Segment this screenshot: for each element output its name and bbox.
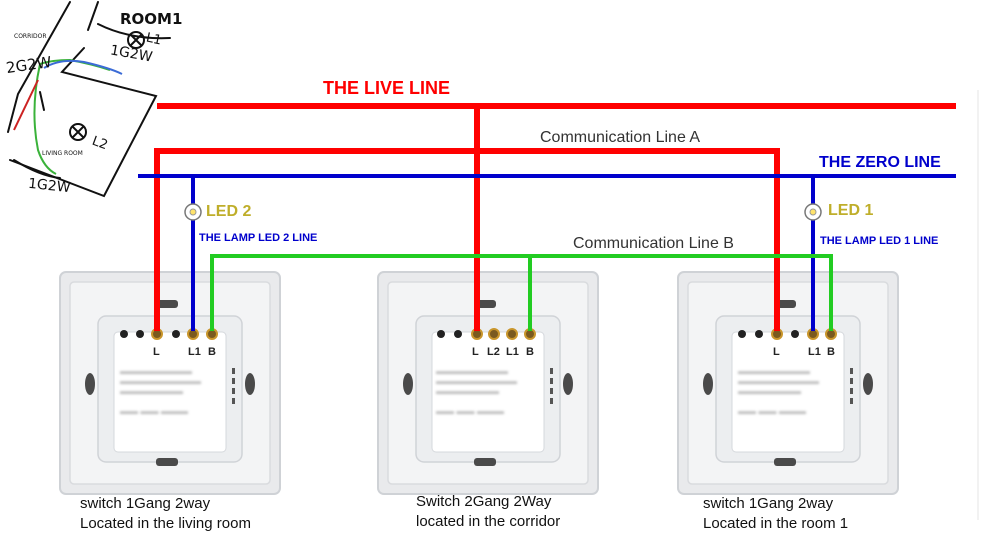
lamp-icon xyxy=(804,203,822,221)
sketch-lamp-l1-label: L1 xyxy=(144,30,163,49)
terminal-label: L2 xyxy=(487,346,500,358)
caption-line: Located in the room 1 xyxy=(703,515,849,532)
led1-label: LED 1 xyxy=(828,202,874,219)
terminal-label: L xyxy=(153,346,160,358)
led2-label: LED 2 xyxy=(206,203,252,220)
switch-caption-living-room: switch 1Gang 2way Located in the living … xyxy=(80,494,251,534)
communication-line-b xyxy=(210,254,833,331)
terminal-label: L1 xyxy=(188,346,201,358)
live-line-label: THE LIVE LINE xyxy=(323,78,451,98)
caption-line: located in the corridor xyxy=(416,513,561,530)
zero-line-label: THE ZERO LINE xyxy=(819,154,941,171)
switch-caption-room1: switch 1Gang 2way Located in the room 1 xyxy=(703,494,848,534)
terminal-label: L1 xyxy=(808,346,821,358)
lamp-led1-line-label: THE LAMP LED 1 LINE xyxy=(820,235,939,247)
caption-line: switch 1Gang 2way xyxy=(80,495,211,512)
sketch-corridor-label: CORRIDOR xyxy=(14,33,47,40)
terminal-label: L xyxy=(472,346,479,358)
terminal-label: L xyxy=(773,346,780,358)
switch-caption-corridor: Switch 2Gang 2Way located in the corrido… xyxy=(416,492,560,532)
floor-plan-sketch xyxy=(7,1,171,198)
terminal-label: B xyxy=(208,346,216,358)
communication-line-b-label: Communication Line B xyxy=(573,235,734,252)
caption-line: switch 1Gang 2way xyxy=(703,495,834,512)
lamp-icon xyxy=(184,203,202,221)
sketch-wire-green xyxy=(33,63,57,175)
terminal-label: B xyxy=(827,346,835,358)
terminal-label: L1 xyxy=(506,346,519,358)
sketch-room1-label: ROOM1 xyxy=(120,10,183,28)
sketch-wire-red xyxy=(13,79,39,131)
blurred-spec-text: ▬▬▬▬▬▬▬▬▬▬▬▬▬▬▬▬▬▬▬▬▬▬▬▬▬▬ ▬▬ ▬▬▬ xyxy=(120,366,201,416)
blurred-spec-text: ▬▬▬▬▬▬▬▬▬▬▬▬▬▬▬▬▬▬▬▬▬▬▬▬▬▬ ▬▬ ▬▬▬ xyxy=(738,366,819,416)
zero-line xyxy=(138,174,956,331)
sketch-wire-blue xyxy=(43,59,123,75)
blurred-spec-text: ▬▬▬▬▬▬▬▬▬▬▬▬▬▬▬▬▬▬▬▬▬▬▬▬▬▬ ▬▬ ▬▬▬ xyxy=(436,366,517,416)
caption-line: Located in the living room xyxy=(80,515,251,532)
communication-line-a-label: Communication Line A xyxy=(540,129,701,146)
sketch-living-room-label: LIVING ROOM xyxy=(42,150,83,157)
terminal-screws xyxy=(120,328,837,340)
live-line xyxy=(157,103,956,331)
communication-line-a xyxy=(154,148,780,331)
caption-line: Switch 2Gang 2Way xyxy=(416,493,552,510)
terminal-label: B xyxy=(526,346,534,358)
lamp-led2-line-label: THE LAMP LED 2 LINE xyxy=(199,232,318,244)
